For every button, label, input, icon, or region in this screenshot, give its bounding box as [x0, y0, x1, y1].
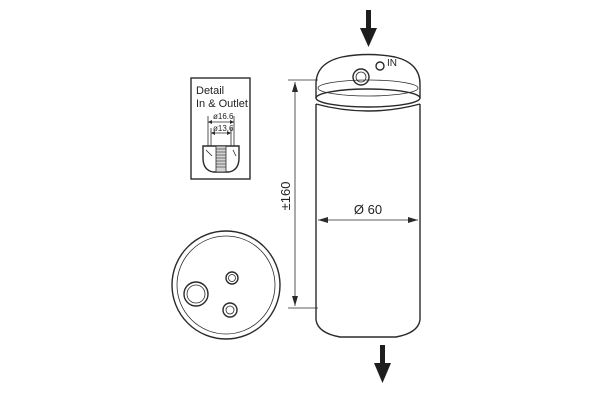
- height-label: ±160: [278, 182, 293, 211]
- large-port: [183, 281, 209, 307]
- dim-inner-label: ø13.6: [213, 124, 234, 133]
- bottom-view: [171, 230, 281, 340]
- bottom-outer-ring: [171, 230, 281, 340]
- large-port-bore: [186, 284, 206, 304]
- dim-arrow-up: [292, 82, 298, 92]
- top-groove: [317, 79, 419, 97]
- inlet-port-bore: [355, 71, 367, 83]
- detail-frame: [190, 77, 251, 180]
- arrow-down-icon: [374, 345, 391, 383]
- thread-hatching: [216, 148, 226, 168]
- fitting-section: [202, 145, 240, 173]
- body-top-seam: [315, 103, 421, 112]
- small-port-top-bore: [228, 274, 236, 282]
- dim-outer-label: ø16.6: [213, 112, 234, 121]
- small-port-bottom-bore: [225, 305, 235, 315]
- dim-arrow-right: [408, 217, 418, 223]
- detail-subtitle: In & Outlet: [196, 98, 248, 110]
- cylinder: IN Ø 60: [315, 53, 421, 338]
- detail-title: Detail: [196, 85, 224, 97]
- section-hatch: [205, 149, 237, 157]
- bottom-end: [315, 319, 421, 338]
- inlet-port: [352, 68, 370, 86]
- arrow-down-icon: [360, 10, 377, 47]
- detail-in-outlet-box: Detail In & Outlet ø16.6 ø13.6: [190, 77, 251, 180]
- fitting-bore: [215, 145, 227, 173]
- dim-arrow-left: [211, 131, 215, 135]
- bottom-inner-ring: [176, 235, 276, 335]
- top-dome: [315, 53, 421, 98]
- dim-arrow-left: [208, 120, 212, 124]
- inlet-label: IN: [387, 58, 397, 69]
- top-rim: [315, 88, 421, 108]
- dim-arrow-left: [318, 217, 328, 223]
- dim-arrow-right: [227, 131, 231, 135]
- dim-arrow-down: [292, 296, 298, 306]
- diameter-label: Ø 60: [354, 202, 382, 217]
- dim-arrow-right: [230, 120, 234, 124]
- small-port-top: [225, 271, 239, 285]
- small-port-bottom: [222, 302, 238, 318]
- height-dimension: ±160: [278, 79, 318, 309]
- sensor-port: [375, 61, 385, 71]
